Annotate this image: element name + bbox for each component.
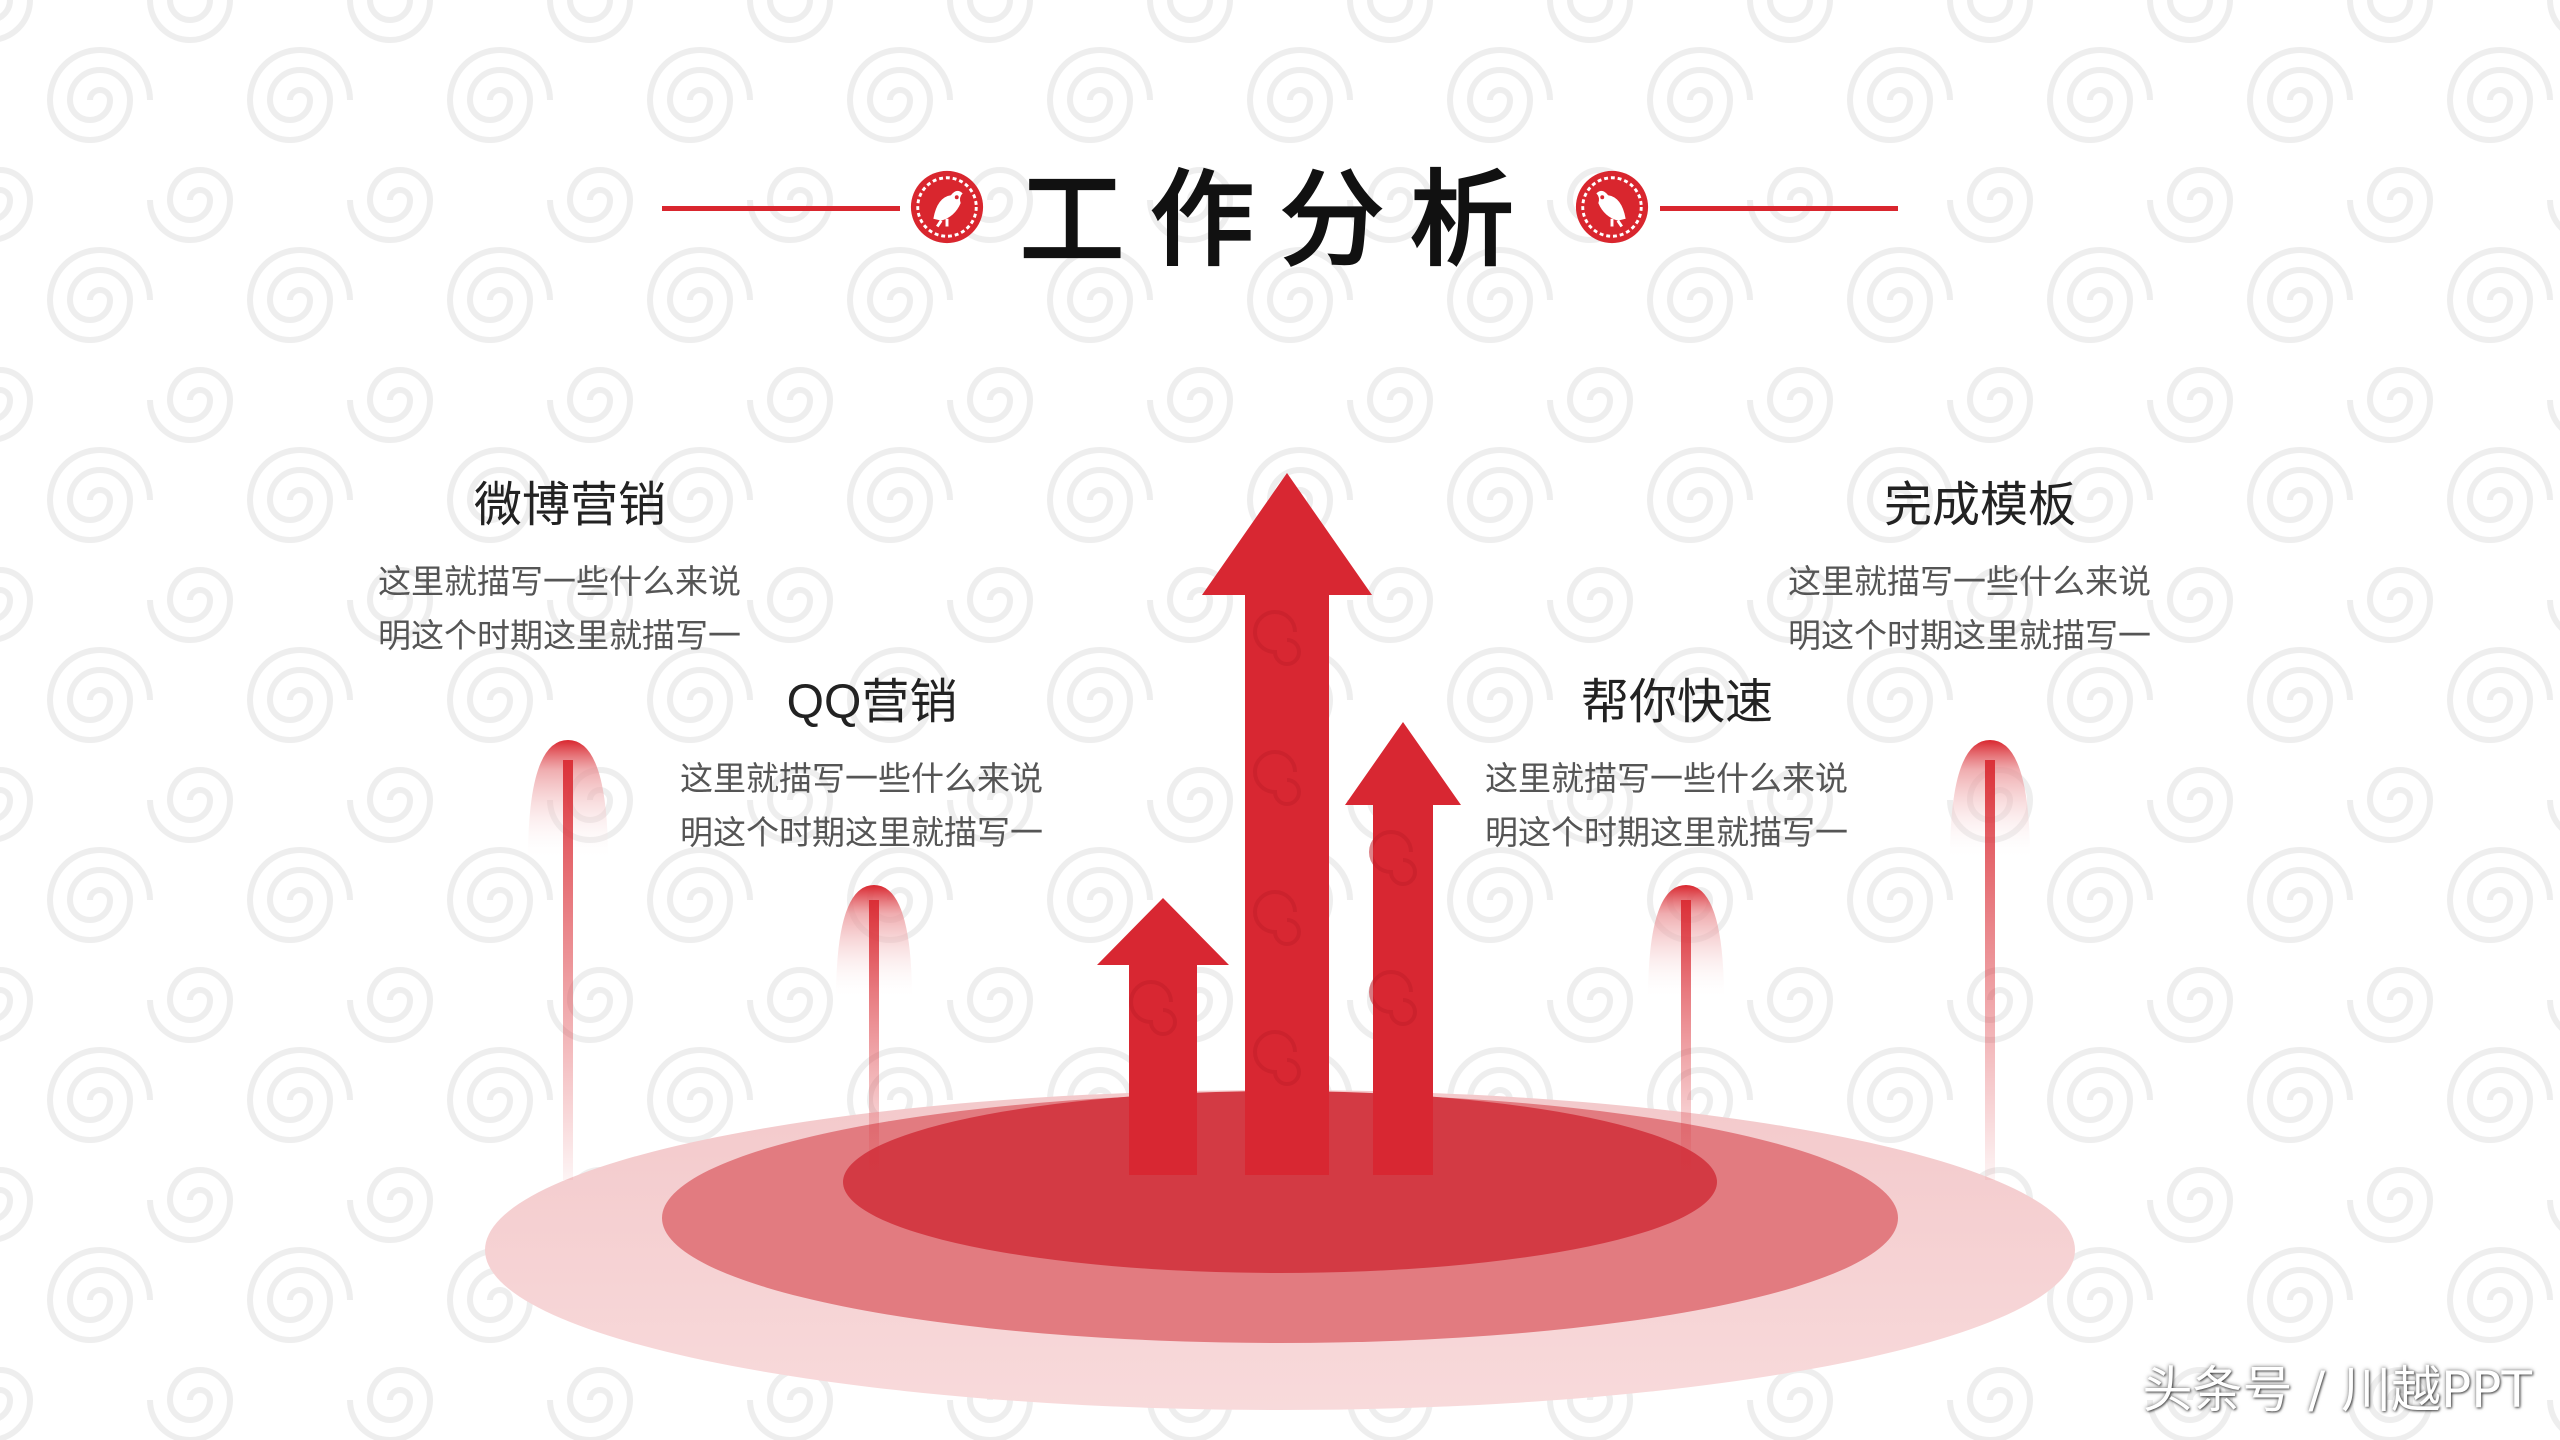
pillar-left-inner	[836, 885, 912, 1170]
rooster-papercut-icon	[1575, 170, 1649, 244]
item-description-line: 这里就描写一些什么来说	[680, 759, 1043, 798]
platform-inner	[843, 1091, 1717, 1273]
item-description-line: 明这个时期这里就描写一	[1485, 813, 1848, 852]
pillar-left-outer	[528, 740, 608, 1180]
item-description: 这里就描写一些什么来说 明这个时期这里就描写一	[378, 555, 798, 663]
pillar-right-outer	[1950, 740, 2030, 1180]
pillar-right-inner	[1648, 885, 1724, 1170]
page-title: 工作分析	[1019, 158, 1540, 281]
rooster-papercut-icon	[910, 170, 984, 244]
item-heading: 帮你快速	[1580, 676, 1773, 729]
watermark: 头条号 / 川越PPT	[2142, 1361, 2532, 1419]
item-description: 这里就描写一些什么来说 明这个时期这里就描写一	[1485, 752, 1905, 860]
item-heading: QQ营销	[786, 676, 958, 729]
item-heading: 微博营销	[473, 479, 666, 532]
item-description-line: 明这个时期这里就描写一	[378, 616, 741, 655]
item-description-line: 这里就描写一些什么来说	[1788, 562, 2151, 601]
item-description-line: 明这个时期这里就描写一	[680, 813, 1043, 852]
title-right-line	[1660, 206, 1898, 211]
item-heading: 完成模板	[1883, 479, 2076, 532]
title-left-line	[662, 206, 900, 211]
arrow-medium	[1345, 722, 1461, 1175]
item-description: 这里就描写一些什么来说 明这个时期这里就描写一	[1788, 555, 2208, 663]
arrow-tall	[1202, 473, 1372, 1175]
arrow-small	[1097, 898, 1229, 1175]
item-description-line: 明这个时期这里就描写一	[1788, 616, 2151, 655]
item-description-line: 这里就描写一些什么来说	[378, 562, 741, 601]
item-description-line: 这里就描写一些什么来说	[1485, 759, 1848, 798]
item-description: 这里就描写一些什么来说 明这个时期这里就描写一	[680, 752, 1100, 860]
